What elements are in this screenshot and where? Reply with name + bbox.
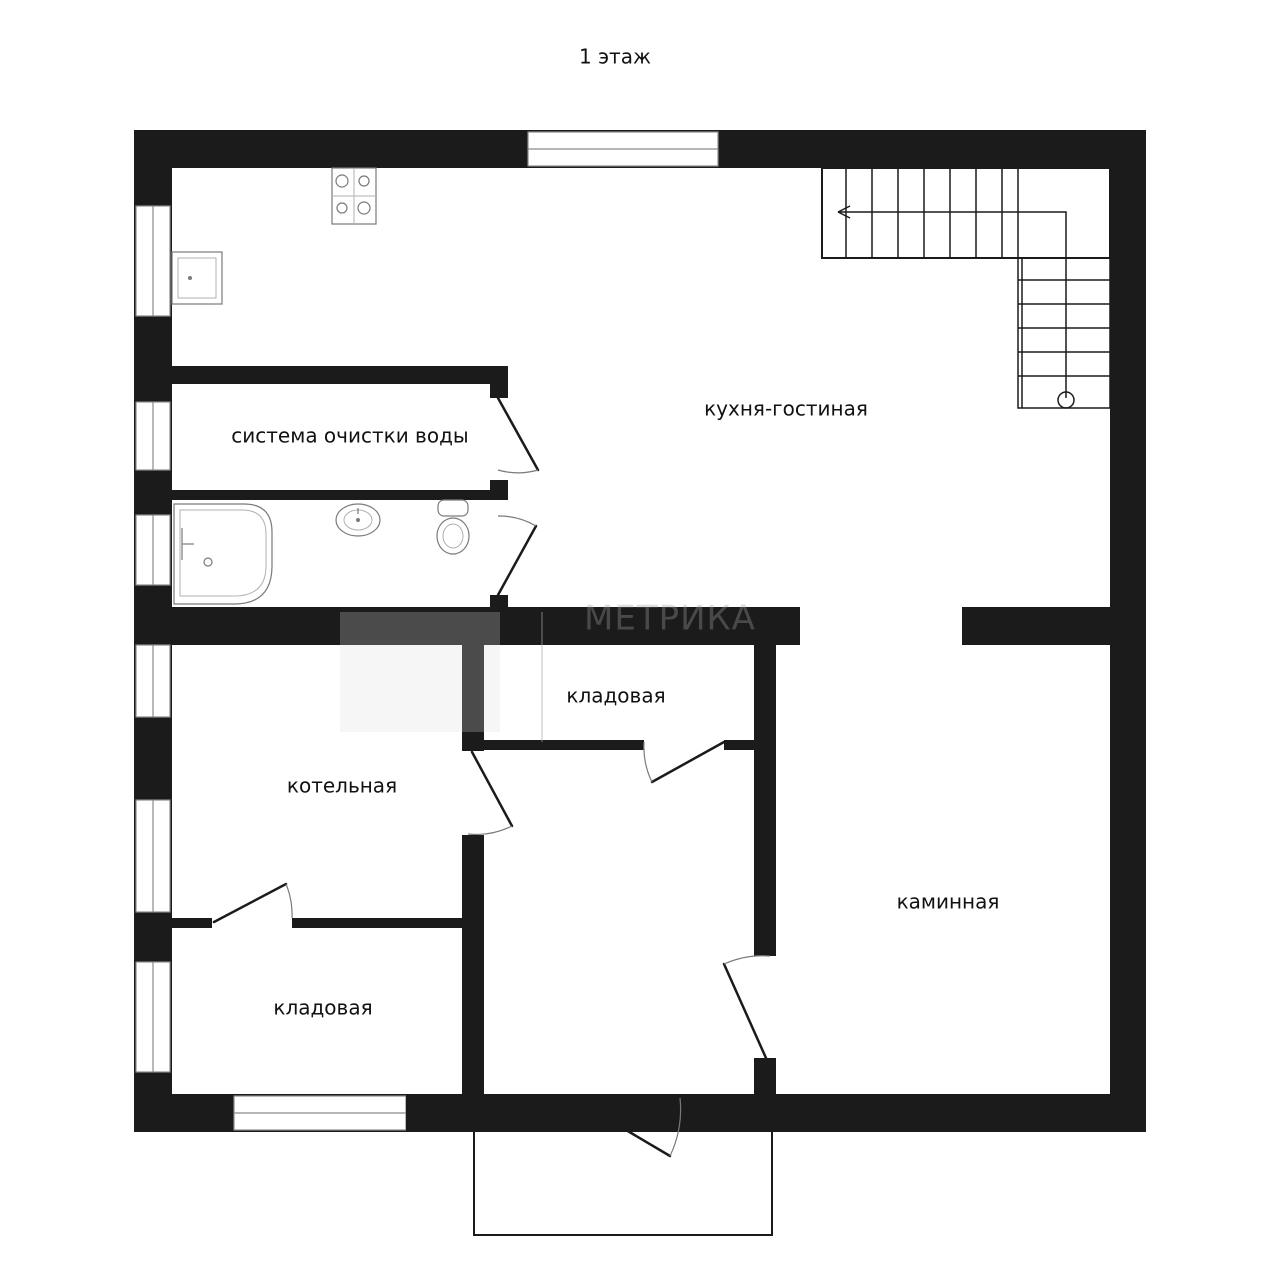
wall-boiler-right	[462, 835, 484, 1095]
door-boiler-arc	[467, 825, 513, 836]
room-label-fireplace: каминная	[897, 890, 1000, 914]
wall-bath-right-stub-bottom	[490, 595, 508, 607]
wall-fireplace-left-upper	[754, 750, 776, 956]
room-label-water-treatment: система очистки воды	[231, 424, 468, 448]
door-bath-leaf	[496, 524, 538, 597]
stair-top-flight-outline	[821, 167, 1111, 259]
toilet-tank	[437, 499, 469, 517]
door-fireplace-leaf	[722, 962, 768, 1060]
door-entrance-arc	[669, 1097, 682, 1157]
wall-water-right-stub-top	[490, 366, 508, 398]
wall-boiler-bottom-right	[292, 918, 462, 928]
stair-steps-top	[845, 168, 1003, 258]
room-label-boiler: котельная	[287, 774, 397, 798]
room-label-pantry-bottom: кладовая	[273, 996, 372, 1020]
watermark: МЕТРИКА	[340, 599, 756, 742]
bathroom-fixtures	[173, 499, 470, 605]
door-pantry-bottom-arc	[285, 883, 293, 919]
stair-arrow-head	[837, 205, 851, 219]
door-fireplace-arc	[723, 955, 771, 965]
doors	[212, 396, 771, 1158]
wall-bottom-entrance-right	[680, 1094, 1146, 1132]
outer-wall-right	[1110, 130, 1146, 1132]
wall-main-horizontal-right	[962, 607, 1110, 645]
room-label-pantry-center: кладовая	[566, 684, 665, 708]
door-water-leaf	[496, 396, 540, 472]
door-pantry-bottom-leaf	[212, 882, 288, 924]
wall-pantry-right	[754, 645, 776, 751]
windows	[135, 131, 719, 1131]
door-bath-arc	[497, 515, 537, 527]
interior-walls	[172, 366, 1146, 1132]
floor-title: 1 этаж	[579, 45, 651, 69]
shower-tray	[173, 503, 273, 605]
wall-pantry-left	[462, 645, 484, 751]
stair-start-circle	[1057, 391, 1075, 409]
wall-fireplace-left-lower	[754, 1058, 776, 1094]
kitchen-fixtures	[171, 167, 377, 305]
opening-to-fireplace	[800, 607, 962, 645]
stair-right-flight-outline	[1017, 167, 1111, 409]
stair-steps-right	[1018, 279, 1110, 377]
wall-pantry-bottom-left	[462, 740, 644, 750]
door-water-arc	[497, 469, 539, 474]
wall-main-horizontal-left	[172, 607, 800, 645]
wall-boiler-bottom-left	[172, 918, 212, 928]
door-pantry-center-leaf	[650, 740, 726, 784]
door-boiler-leaf	[470, 750, 514, 828]
wall-water-right-stub-bottom	[490, 480, 508, 500]
wall-bottom-entrance-left	[406, 1094, 568, 1132]
door-entrance-leaf	[570, 1096, 672, 1158]
watermark-text: МЕТРИКА	[584, 599, 756, 639]
toilet-bowl	[436, 517, 470, 555]
door-pantry-center-arc	[643, 741, 653, 783]
staircase	[821, 167, 1111, 409]
wall-water-bottom	[172, 490, 492, 500]
wall-water-top	[172, 366, 508, 384]
room-label-kitchen-living: кухня-гостиная	[704, 397, 868, 421]
stair-arrow-path	[838, 211, 1067, 398]
wall-pantry-bottom-right	[724, 740, 756, 750]
porch-outline	[473, 1132, 773, 1236]
